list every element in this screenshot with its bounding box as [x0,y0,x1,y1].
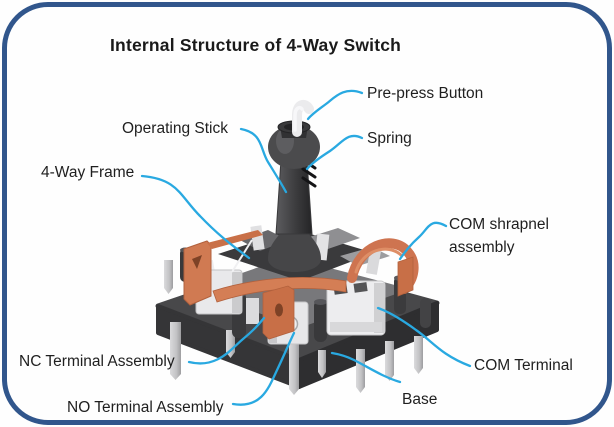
label-operating-stick: Operating Stick [122,120,228,137]
label-com-terminal: COM Terminal [474,357,573,374]
label-four-way-frame: 4-Way Frame [41,164,135,181]
label-no-terminal-assembly: NO Terminal Assembly [67,399,224,416]
leader-no-terminal [231,331,296,406]
leader-four-way-frame [140,174,251,260]
leader-nc-terminal [187,316,266,365]
label-spring: Spring [367,130,412,147]
leader-com-shrapnel [398,221,448,261]
leader-base [330,351,402,384]
pre-press-button-part [292,99,314,137]
diagram-title: Internal Structure of 4-Way Switch [110,35,402,55]
terminal-pins [170,322,423,395]
wire-detail [231,239,253,273]
leader-spring [305,134,364,171]
stick-part [268,99,321,272]
label-pre-press-button: Pre-press Button [367,85,484,102]
back-pin [164,260,173,294]
leader-pre-press-button [306,89,364,121]
label-nc-terminal-assembly: NC Terminal Assembly [19,353,175,370]
label-com-shrapnel-assembly: COM shrapnel assembly [449,216,549,256]
leader-lines [140,89,472,406]
leader-com-terminal [376,306,472,368]
leader-operating-stick [239,127,288,194]
label-base: Base [402,391,438,408]
